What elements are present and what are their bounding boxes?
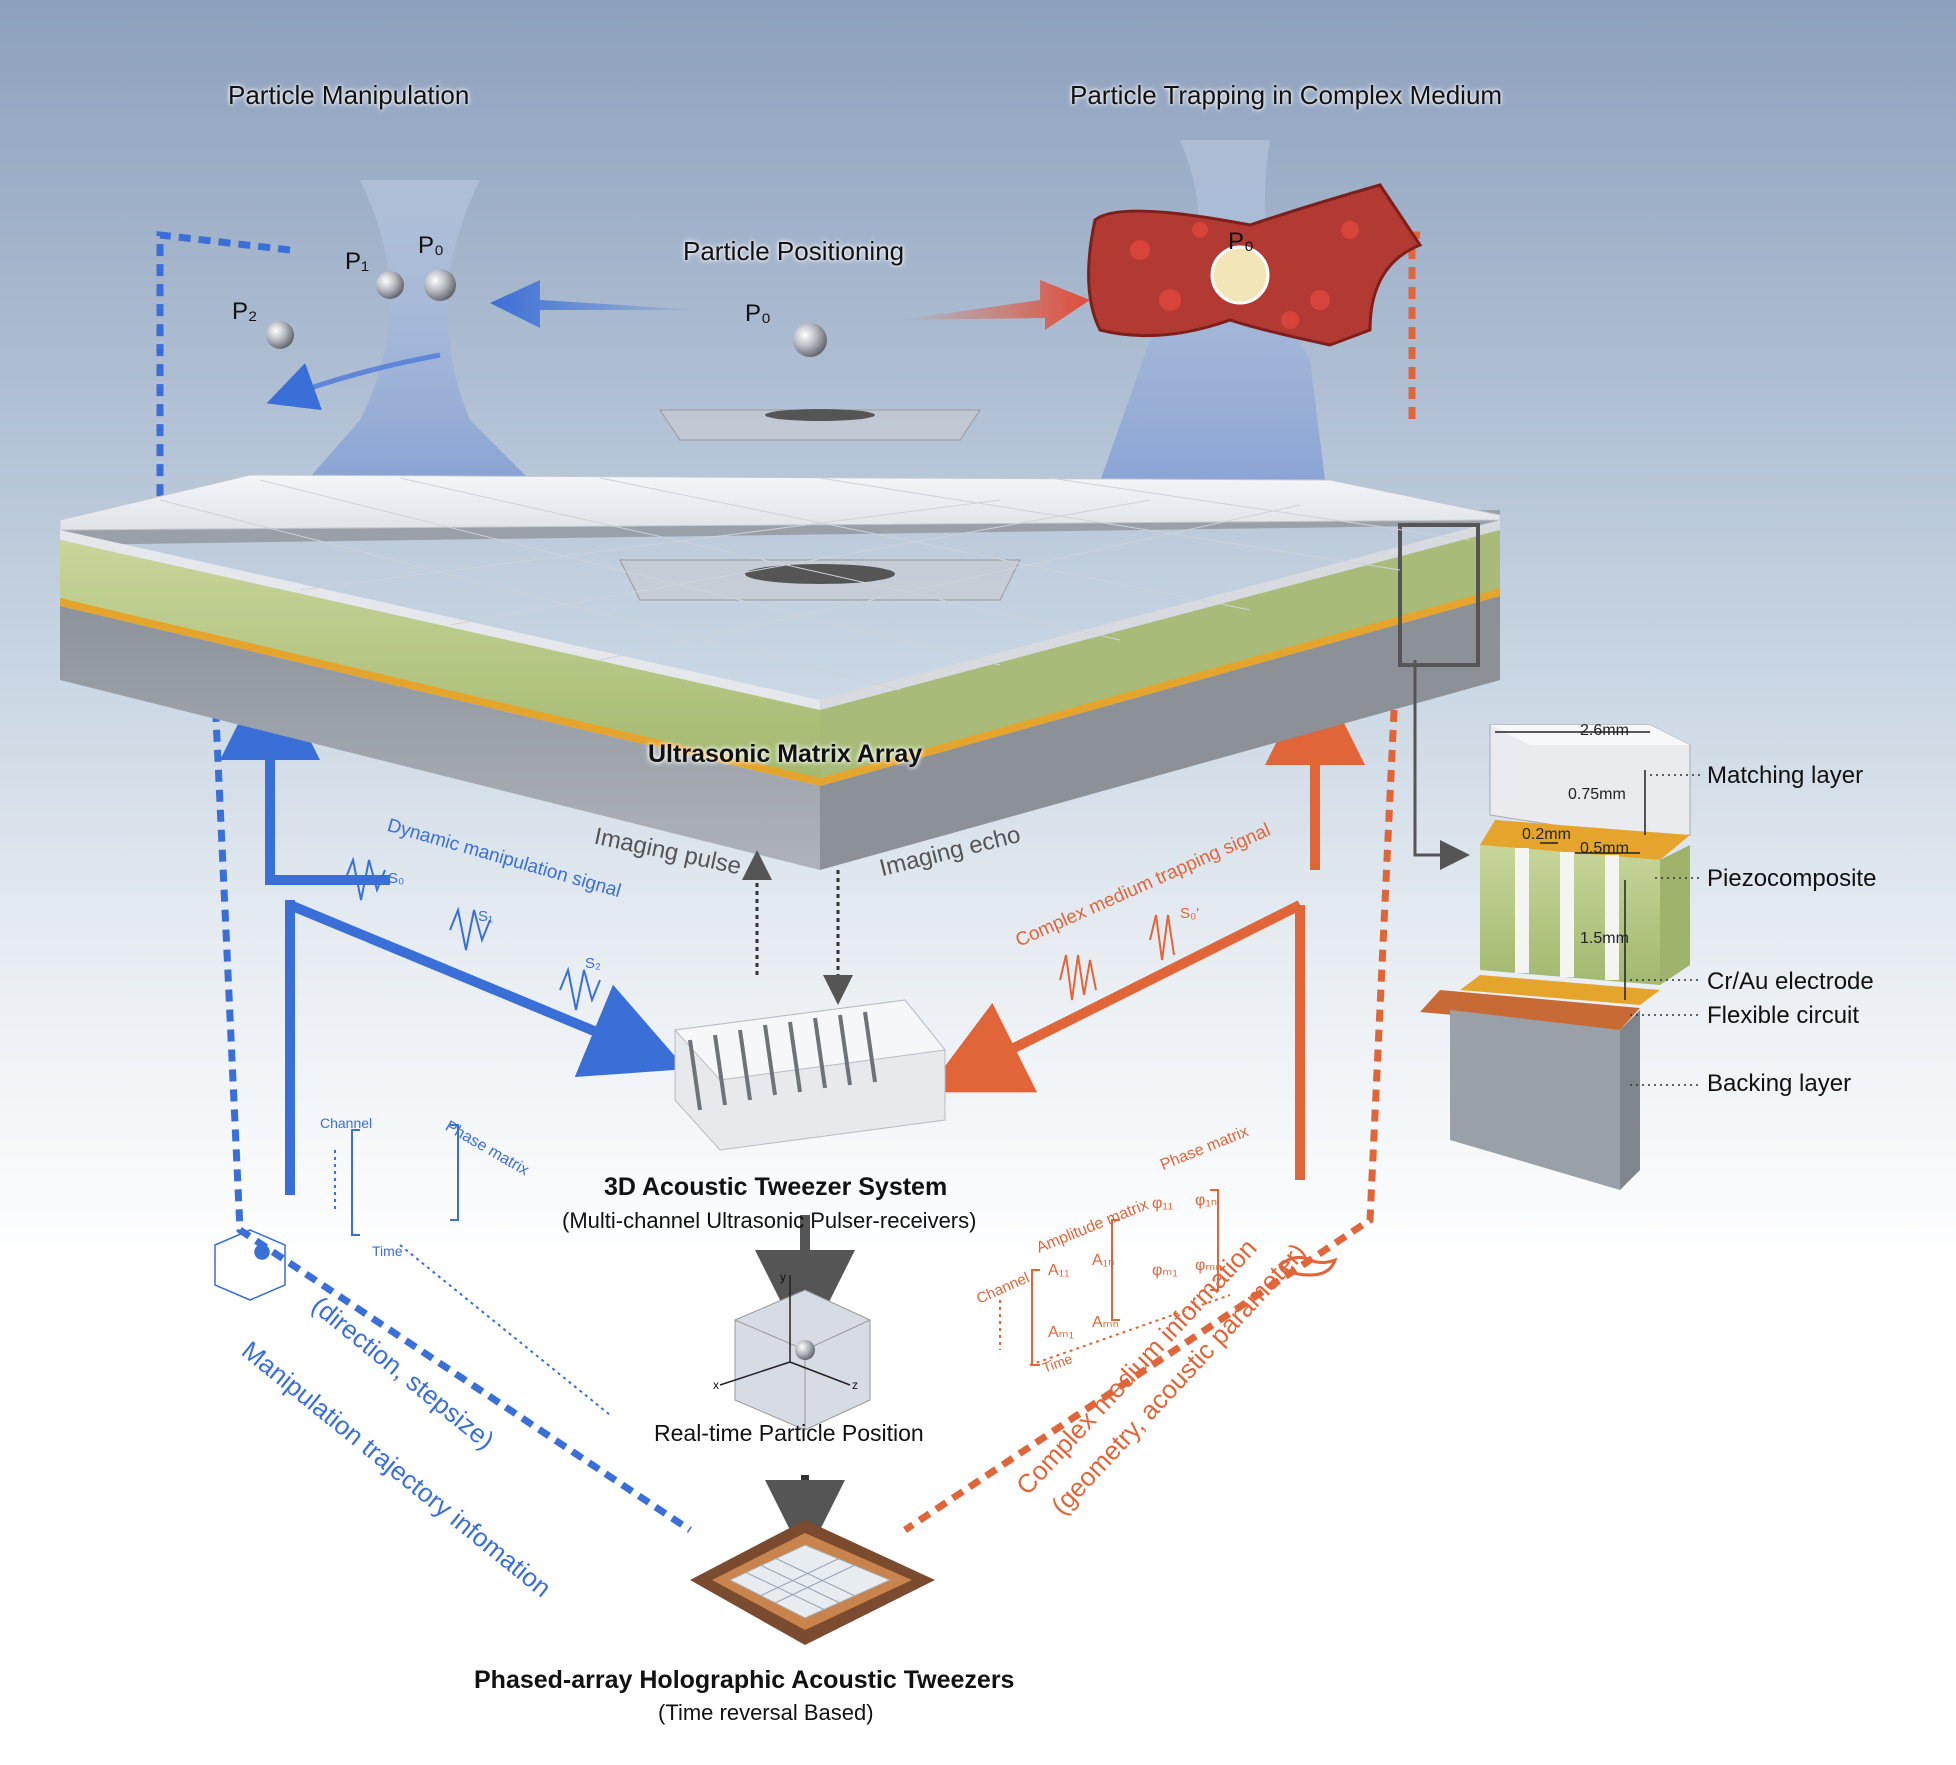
layer-flexible-circuit: Flexible circuit: [1707, 1002, 1860, 1029]
matrix-pmn: φₘₙ: [1195, 1257, 1222, 1274]
bottom-electrode: [1460, 975, 1660, 1005]
layer-leaders: [1630, 774, 1700, 1086]
top-electrode: [1480, 820, 1690, 860]
array-grid: [159, 477, 1471, 691]
matching-layer: [1489, 724, 1691, 841]
position-cube: [734, 1289, 871, 1431]
particle-label-p1: P₁: [345, 248, 370, 275]
matrix-a11: A₁₁: [1048, 1262, 1070, 1279]
real-time-position-label: Real-time Particle Position: [654, 1420, 924, 1446]
dim-pillar: 0.5mm: [1580, 840, 1629, 857]
layer-electrode: Cr/Au electrode: [1707, 968, 1874, 995]
bottom-title: Phased-array Holographic Acoustic Tweeze…: [474, 1666, 1015, 1694]
trajectory-cube: [214, 1229, 286, 1301]
left-vortex-beam: [290, 180, 560, 510]
medium-sensor-icon: [1277, 1255, 1338, 1277]
left-matrix-brackets: [334, 1124, 611, 1416]
position-axes: [719, 1275, 851, 1386]
zoom-leader: [1413, 660, 1470, 870]
backing-layer: [1450, 1010, 1640, 1190]
bottom-subtitle: (Time reversal Based): [658, 1700, 874, 1725]
right-vortex-beam: [1090, 140, 1330, 520]
layer-backing: Backing layer: [1707, 1070, 1852, 1097]
rotation-arrow: [266, 352, 441, 411]
dim-matching-height: 0.75mm: [1568, 786, 1626, 803]
particle-label-p0-center: P₀: [745, 300, 771, 327]
holographic-chip: [690, 1520, 935, 1645]
matrix-array-label: Ultrasonic Matrix Array: [648, 740, 923, 768]
particle-p0-left: [424, 269, 456, 301]
section-particle-positioning: Particle Positioning: [683, 236, 905, 266]
blood-cells: [1130, 221, 1359, 329]
matrix-channel-left: Channel: [320, 1115, 373, 1131]
to-trapping-arrow: [900, 280, 1090, 330]
piezocomposite-block: [1480, 845, 1690, 985]
section-particle-trapping: Particle Trapping in Complex Medium: [1070, 80, 1503, 110]
matrix-p11: φ₁₁: [1152, 1195, 1174, 1212]
system-subtitle: (Multi-channel Ultrasonic Pulser-receive…: [562, 1208, 977, 1233]
particle-p2: [266, 321, 294, 349]
tweezer-system-device: [673, 999, 946, 1151]
signal-s-trap: S₀': [1180, 905, 1200, 922]
trajectory-feedback-loop: [156, 231, 692, 1533]
dim-kerf: 0.2mm: [1522, 826, 1571, 843]
axis-y: y: [780, 1270, 786, 1284]
system-title: 3D Acoustic Tweezer System: [604, 1173, 948, 1201]
particle-label-p2: P₂: [232, 298, 258, 325]
matrix-time-left: Time: [372, 1243, 403, 1259]
section-particle-manipulation: Particle Manipulation: [228, 80, 470, 110]
flexible-circuit: [1420, 990, 1640, 1030]
matrix-pm1: φₘ₁: [1152, 1262, 1178, 1279]
particle-p1: [376, 271, 404, 299]
signal-s1: S₁: [478, 908, 494, 925]
layer-matching: Matching layer: [1707, 762, 1864, 789]
dim-piezo-height: 1.5mm: [1580, 930, 1629, 947]
layer-piezocomposite: Piezocomposite: [1707, 865, 1877, 892]
dynamic-signal-loop: [265, 850, 687, 1195]
particle-label-p0-vessel: P₀: [1228, 228, 1254, 255]
dimension-lines: [1495, 731, 1650, 1000]
particle-p0-center: [793, 323, 827, 357]
axis-x: x: [713, 1378, 719, 1392]
matrix-array: [59, 474, 1501, 870]
to-manipulation-arrow: [490, 280, 700, 328]
matrix-am1: Aₘ₁: [1048, 1324, 1075, 1341]
signal-s0: S₀: [388, 870, 405, 887]
dim-width: 2.6mm: [1580, 722, 1629, 739]
dynamic-waveforms: [344, 856, 601, 1011]
complex-signal-loop: [925, 850, 1320, 1180]
particle-label-p0-left: P₀: [418, 232, 444, 259]
complex-waveforms: [1059, 914, 1175, 1001]
signal-s2: S₂: [585, 955, 601, 972]
right-matrix-brackets: [999, 1189, 1231, 1366]
matrix-amn: Aₘₙ: [1092, 1314, 1120, 1331]
matrix-p1n: φ₁ₙ: [1195, 1192, 1218, 1209]
trapped-cluster: [1210, 245, 1270, 305]
matrix-a1n: A₁ₙ: [1092, 1252, 1115, 1269]
axis-z: z: [852, 1378, 858, 1392]
